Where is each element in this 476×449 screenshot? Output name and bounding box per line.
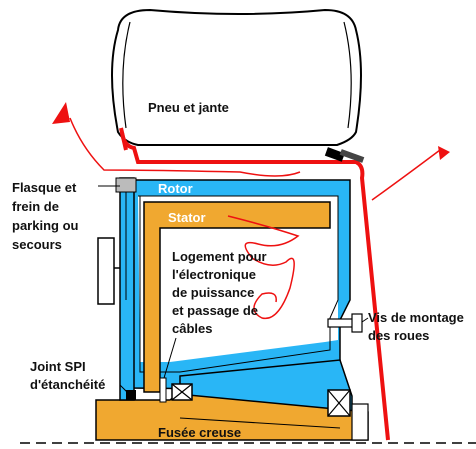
annotation-swirl (227, 215, 300, 320)
tire-outline (111, 8, 362, 146)
label-electronics-housing: Logement pour l'électronique de puissanc… (172, 249, 270, 336)
screw-leader (361, 317, 369, 323)
annotation-arrow-left (69, 117, 301, 177)
stator (143, 201, 331, 393)
label-wheel-screw: Vis de montage des roues (368, 310, 467, 343)
rotor-cavity (138, 196, 338, 362)
rim-left-edge (119, 127, 128, 151)
annotation-arrow-right (371, 149, 441, 201)
annotation-arrowhead-left (52, 102, 70, 124)
label-seal: Joint SPI d'étanchéité (30, 359, 105, 392)
parking-brake (97, 237, 115, 305)
cable-passage (159, 377, 167, 403)
wheel-screw-head (351, 313, 363, 333)
valve (324, 147, 345, 162)
annotation-arrowhead-right (438, 146, 450, 160)
seal-leader (119, 384, 129, 394)
label-hollow-spindle: Fusée creuse (158, 425, 241, 440)
cable-leader (163, 337, 177, 379)
bearing-left (171, 383, 193, 401)
seal (126, 390, 136, 400)
bearing-ring (351, 403, 369, 441)
label-rotor: Rotor (158, 181, 193, 196)
label-tire: Pneu et jante (148, 100, 229, 115)
bearing-right (327, 389, 351, 417)
label-stator: Stator (168, 210, 206, 225)
spindle-bore-line (179, 417, 341, 429)
valve-stem (339, 149, 365, 163)
tire-inner-line (122, 21, 131, 129)
flange (119, 177, 135, 401)
tire-inner-line-right (343, 21, 352, 129)
label-flange-brake: Flasque et frein de parking ou secours (12, 180, 82, 252)
flange-bolt-head (115, 177, 137, 193)
